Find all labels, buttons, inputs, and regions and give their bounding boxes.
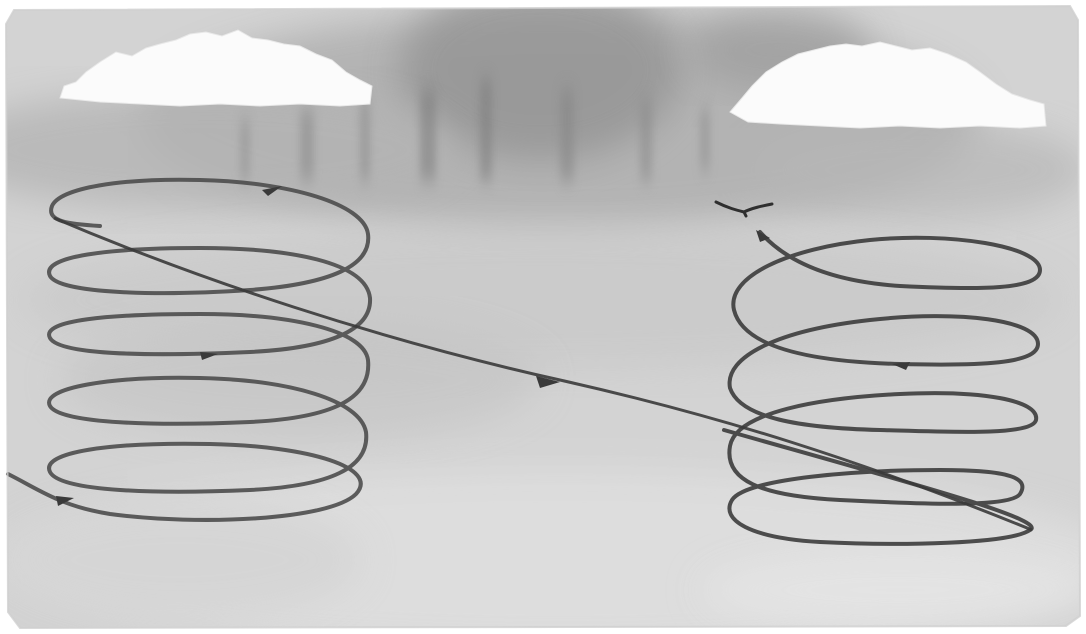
watercolor-painting [0, 0, 1086, 634]
